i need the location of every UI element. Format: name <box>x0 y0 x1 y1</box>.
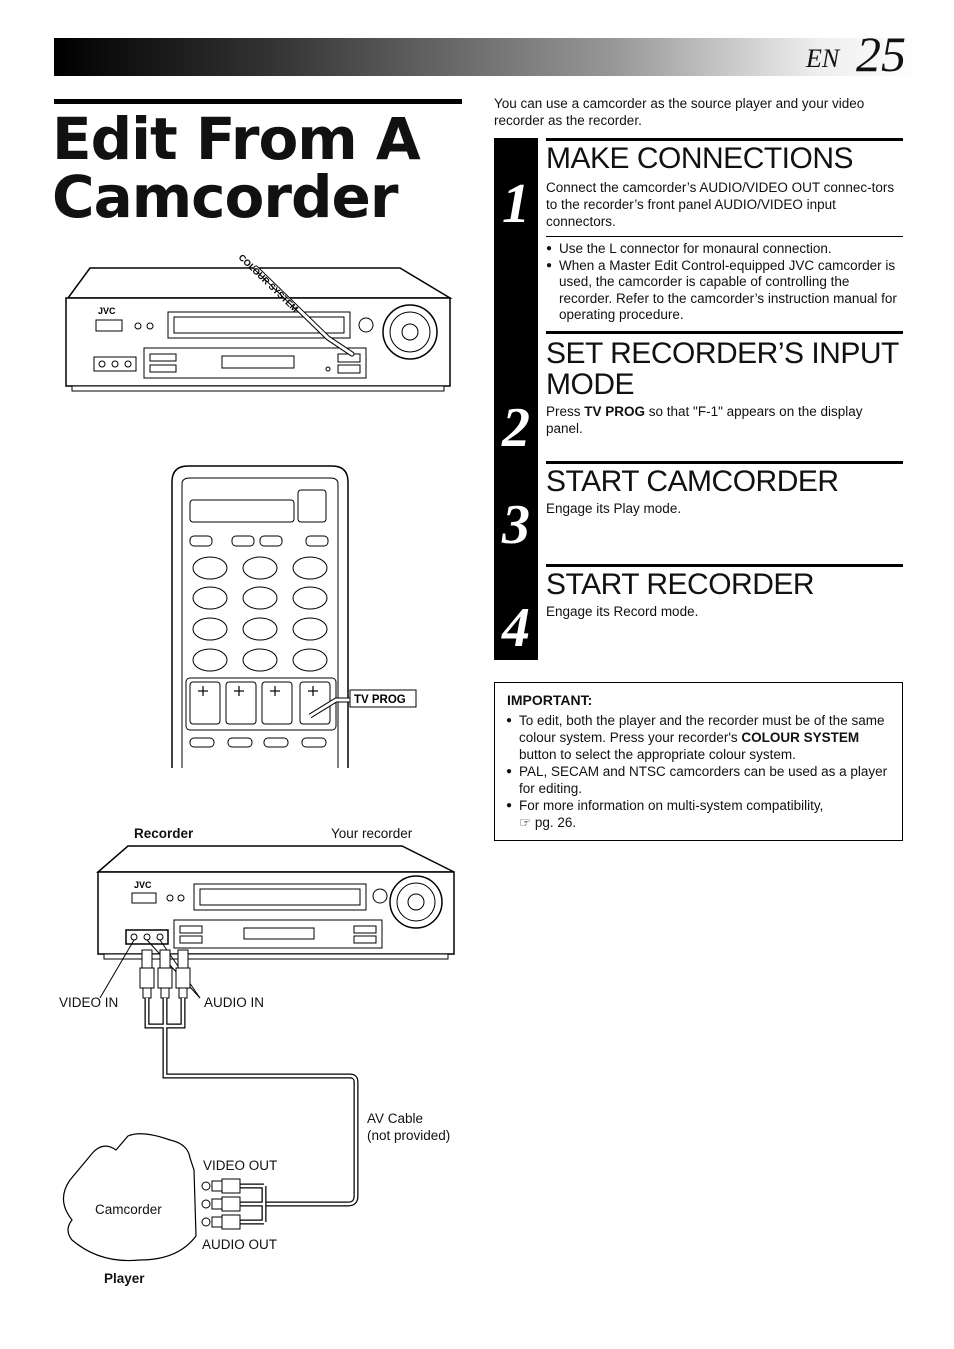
step-4-number: 4 <box>502 597 530 659</box>
step-1-bullets: Use the L connector for monaural connect… <box>546 241 904 324</box>
jvc-logo: JVC <box>134 880 152 890</box>
step-2-body-suffix: so that "F-1" appears on the display pan… <box>546 404 863 436</box>
av-cable-label-line1: AV Cable <box>367 1111 424 1126</box>
av-cable-label: AV Cable (not provided) <box>367 1110 450 1144</box>
intro-text: You can use a camcorder as the source pl… <box>494 96 865 128</box>
video-in-label: VIDEO IN <box>59 995 119 1010</box>
step-2-heading: SET RECORDER’S INPUT MODE <box>546 338 906 400</box>
step-1-number: 1 <box>502 173 530 235</box>
important-item3-ref: pg. 26. <box>531 815 577 830</box>
av-cable-label-line2: (not provided) <box>367 1128 451 1143</box>
recorder-label: Recorder <box>134 826 194 841</box>
pointing-hand-icon: ☞ <box>519 815 532 830</box>
list-item: Use the L connector for monaural connect… <box>546 241 904 258</box>
step-2-number: 2 <box>502 397 530 459</box>
list-item: To edit, both the player and the recorde… <box>506 712 891 763</box>
your-recorder-label: Your recorder <box>331 826 413 841</box>
step-1-rule <box>546 138 903 141</box>
important-list: To edit, both the player and the recorde… <box>506 712 891 831</box>
important-box <box>494 682 903 841</box>
header-gradient-bar <box>54 38 922 76</box>
connection-diagram: JVC <box>62 845 455 1262</box>
steps-number-bar <box>494 138 538 660</box>
step-2-rule <box>546 331 903 334</box>
step-1-heading: MAKE CONNECTIONS <box>546 142 854 175</box>
step-2-body-bold: TV PROG <box>584 404 646 419</box>
important-item1-bold: COLOUR SYSTEM <box>741 730 860 745</box>
step-1-body: Connect the camcorder’s AUDIO/VIDEO OUT … <box>546 180 895 229</box>
page-title-line1: Edit From A <box>52 105 421 173</box>
list-item: When a Master Edit Control-equipped JVC … <box>546 258 904 324</box>
audio-out-label: AUDIO OUT <box>202 1237 278 1252</box>
important-title: IMPORTANT: <box>507 692 593 708</box>
audio-in-label: AUDIO IN <box>204 995 265 1010</box>
step-3-heading: START CAMCORDER <box>546 465 839 498</box>
step-3-rule <box>546 461 903 464</box>
page-title-line2: Camcorder <box>52 163 398 231</box>
list-item: PAL, SECAM and NTSC camcorders can be us… <box>506 763 891 797</box>
step-2-body-prefix: Press <box>546 404 585 419</box>
language-label: EN <box>806 44 840 73</box>
important-item1-text-b: button to select the appropriate colour … <box>519 747 796 762</box>
list-item: For more information on multi-system com… <box>506 797 891 831</box>
page-number: 25 <box>856 26 906 82</box>
camcorder-label: Camcorder <box>95 1202 162 1217</box>
step-3-body: Engage its Play mode. <box>546 501 682 516</box>
step-4-body: Engage its Record mode. <box>546 604 699 619</box>
step-1-divider <box>546 236 903 237</box>
title-rule <box>54 99 462 104</box>
step-4-rule <box>546 564 903 567</box>
step-2-body: Press TV PROG so that "F-1" appears on t… <box>546 403 902 437</box>
remote-control-illustration: TV PROG <box>171 465 417 768</box>
step-4-heading: START RECORDER <box>546 568 815 601</box>
vcr-front-panel-illustration: JVC COLOUR SYSTEM <box>65 252 453 392</box>
important-item1-text: To edit, both the player and the recorde… <box>519 713 885 745</box>
tv-prog-label: TV PROG <box>354 694 406 706</box>
step-3-number: 3 <box>502 494 530 556</box>
step-2-heading-line1: SET RECORDER’S INPUT <box>546 337 899 370</box>
video-out-label: VIDEO OUT <box>203 1158 278 1173</box>
important-item3-text: For more information on multi-system com… <box>519 798 824 813</box>
page-title: Edit From A Camcorder <box>52 110 472 226</box>
step-2-heading-line2: MODE <box>546 368 635 401</box>
jvc-logo: JVC <box>98 306 116 316</box>
player-label: Player <box>104 1271 145 1286</box>
